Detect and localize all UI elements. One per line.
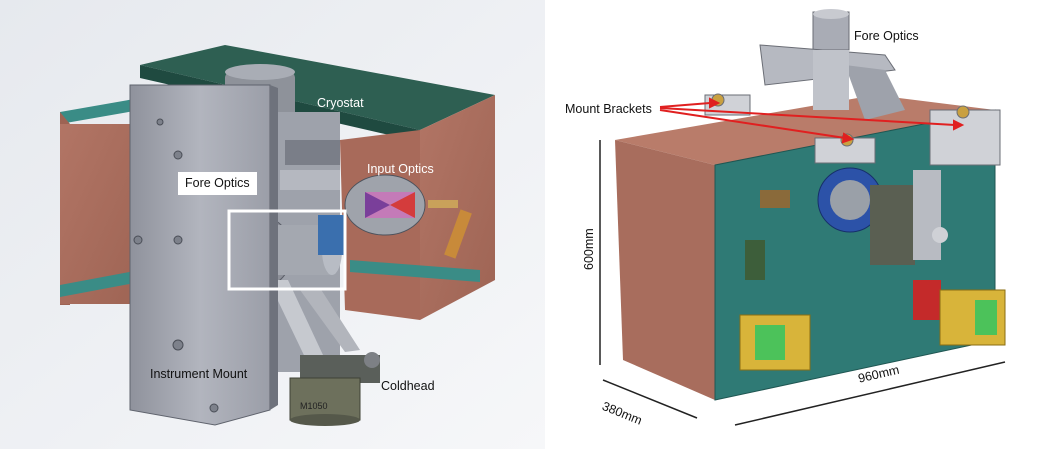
fore-optics-highlight-box	[227, 209, 347, 291]
label-fore-optics-right: Fore Optics	[854, 29, 919, 43]
fore-optics-arm	[759, 9, 905, 120]
top-copper-face	[615, 95, 995, 165]
label-instrument-mount: Instrument Mount	[150, 367, 248, 381]
label-input-optics: Input Optics	[367, 162, 434, 176]
fore-optics-assembly	[817, 167, 948, 320]
input-optics-graphic	[344, 174, 472, 259]
right-cad-render: Fore Optics Mount Brackets 600mm 960mm 3…	[545, 0, 1042, 449]
label-cryostat: Cryostat	[317, 96, 364, 110]
label-mount-brackets: Mount Brackets	[565, 102, 652, 116]
yellow-box-left	[739, 314, 811, 371]
yellow-box-right	[939, 289, 1006, 346]
right-render-graphic	[545, 0, 1042, 449]
coldhead-marking: M1050	[300, 401, 328, 411]
left-copper-face	[615, 140, 715, 400]
coldhead-graphic	[289, 352, 380, 426]
mount-brackets-arrows	[659, 97, 965, 144]
label-fore-optics: Fore Optics	[178, 172, 257, 195]
cryostat-lid	[140, 45, 495, 130]
left-cad-render: Cryostat Input Optics Fore Optics Instru…	[0, 0, 545, 449]
left-render-graphic	[0, 0, 545, 449]
dimension-height: 600mm	[582, 228, 596, 270]
dimension-lines	[599, 140, 1006, 426]
instrument-mount-plate	[129, 84, 271, 426]
label-coldhead: Coldhead	[381, 379, 435, 393]
